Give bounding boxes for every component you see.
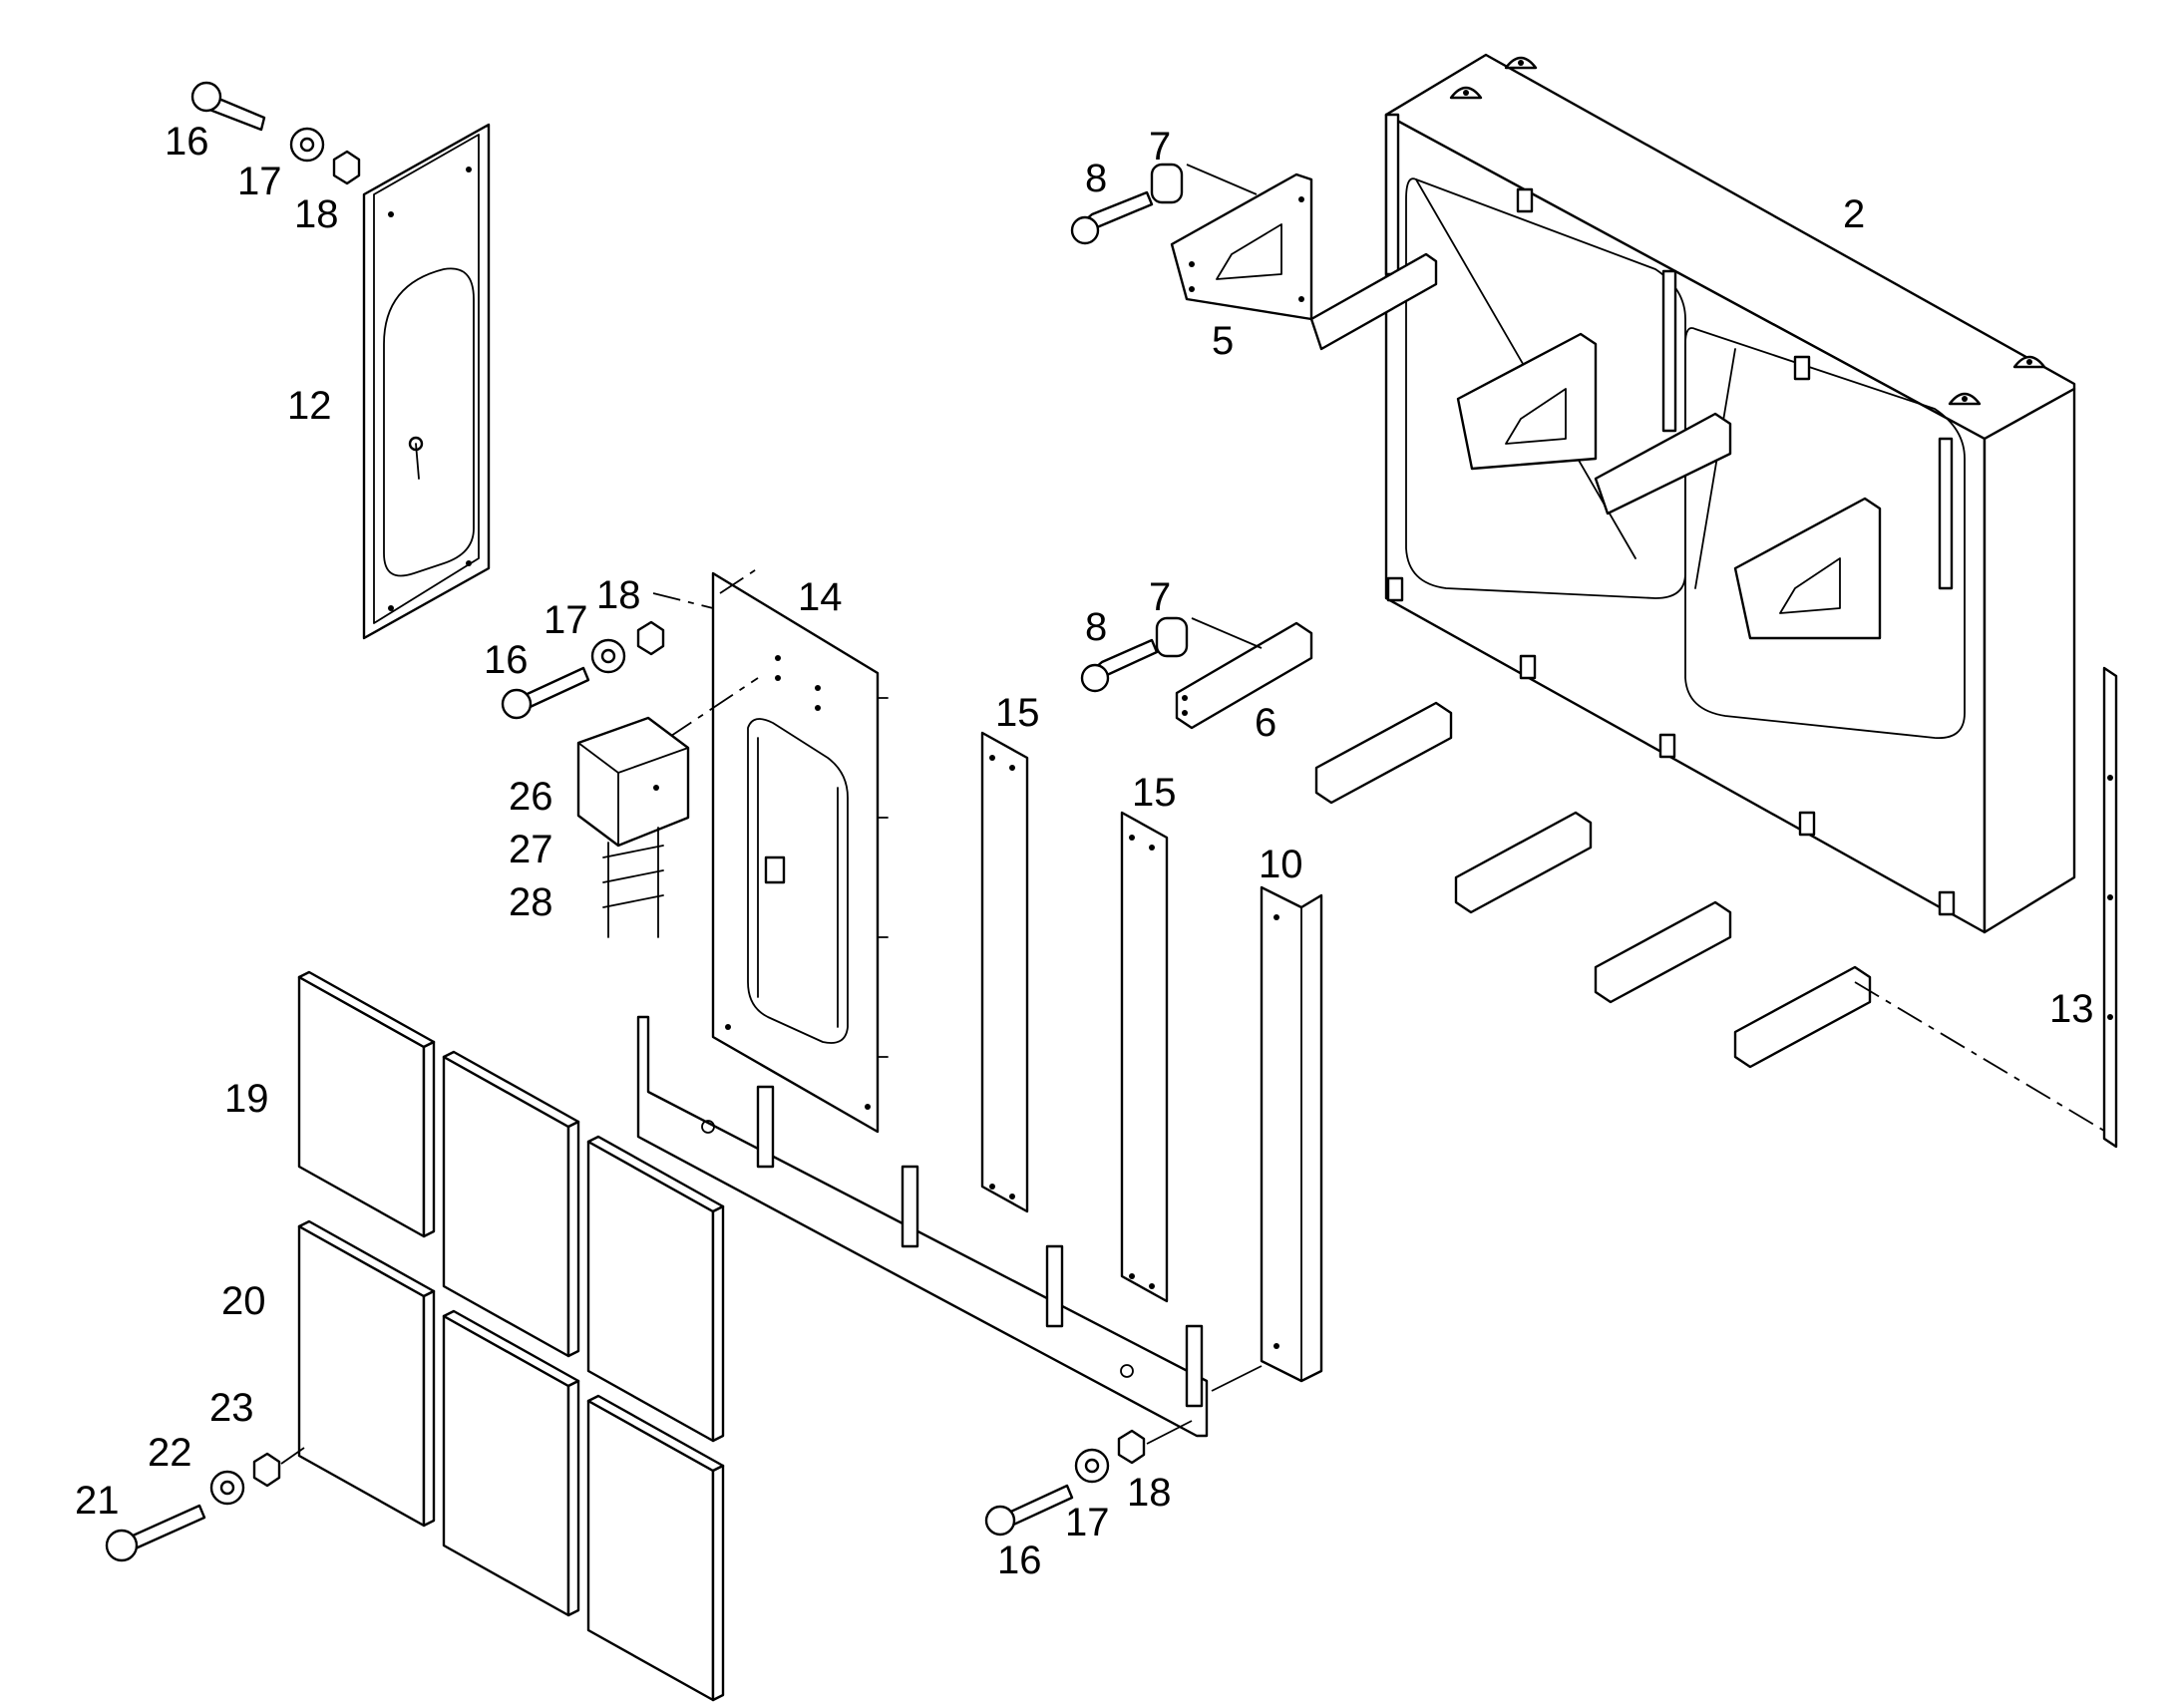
part-20-cover [297,1219,436,1528]
support-arm [1314,701,1872,1069]
callout-18: 18 [1127,1471,1172,1515]
callout-15: 15 [1132,771,1177,815]
part-22-washer [209,1470,245,1506]
part-17-washer [1074,1448,1110,1484]
part-15-strip [1120,811,1169,1303]
callout-7: 7 [1149,125,1171,169]
part-14-door-frame [711,571,889,1134]
callout-17: 17 [237,160,282,203]
part-27-28-ladder [602,827,664,938]
part-19-cover [586,1135,725,1443]
callout-15: 15 [995,691,1040,735]
callout-7: 7 [1149,575,1171,619]
callout-17: 17 [544,598,588,642]
callout-16: 16 [997,1538,1042,1582]
part-18-nut [636,620,665,656]
part-7-spacer [1150,163,1184,204]
part-16-bolt [190,81,266,132]
part-17-washer [590,638,626,674]
part-19-cover [297,970,436,1238]
part-16-bolt [501,666,590,720]
callout-26: 26 [509,775,553,819]
callout-12: 12 [287,384,332,428]
base-bar [636,1015,1209,1438]
callout-13: 13 [2049,987,2094,1031]
part-13-strip [2102,666,2118,1149]
part-8-bolt [1080,638,1159,693]
callout-labels: 2 5 6 7 7 8 8 10 12 13 14 15 15 16 16 16… [75,120,2094,1582]
part-5-bracket [1170,172,1438,351]
lifting-eye-icon [2012,355,2046,369]
part-15-strip [980,731,1029,1213]
part-18-nut [332,150,361,185]
callout-5: 5 [1212,319,1234,363]
part-8-bolt [1070,190,1154,245]
part-16-bolt [984,1484,1074,1537]
callout-18: 18 [596,573,641,617]
lifting-eye-icon [1504,56,1538,70]
callout-16: 16 [484,638,529,682]
part-21-bolt [105,1504,206,1562]
callout-22: 22 [148,1431,192,1475]
part-23-nut [252,1452,281,1488]
part-17-washer [289,127,325,163]
callout-23: 23 [209,1386,254,1430]
callout-8: 8 [1085,605,1107,649]
callout-10: 10 [1259,843,1303,886]
part-10-angle [1260,885,1323,1383]
callout-19: 19 [224,1077,269,1121]
callout-18: 18 [294,192,339,236]
callout-14: 14 [798,575,843,619]
part-20-cover [442,1309,580,1617]
part-20-cover [586,1394,725,1702]
part-12-door-panel [362,123,491,640]
callout-17: 17 [1065,1501,1110,1544]
lifting-eye-icon [1449,86,1483,100]
part-7-spacer [1155,616,1189,658]
callout-2: 2 [1843,192,1865,236]
callout-20: 20 [221,1279,266,1323]
part-18-nut [1117,1429,1146,1465]
callout-16: 16 [165,120,209,164]
part-6-bracket [1175,621,1313,730]
callout-28: 28 [509,880,553,924]
callout-27: 27 [509,828,553,871]
callout-6: 6 [1255,701,1276,745]
callout-8: 8 [1085,157,1107,200]
part-19-cover [442,1050,580,1358]
part-2-enclosure-frame [1384,53,2076,934]
lifting-eye-icon [1948,392,1982,406]
callout-21: 21 [75,1479,120,1523]
part-26-box [576,716,690,848]
